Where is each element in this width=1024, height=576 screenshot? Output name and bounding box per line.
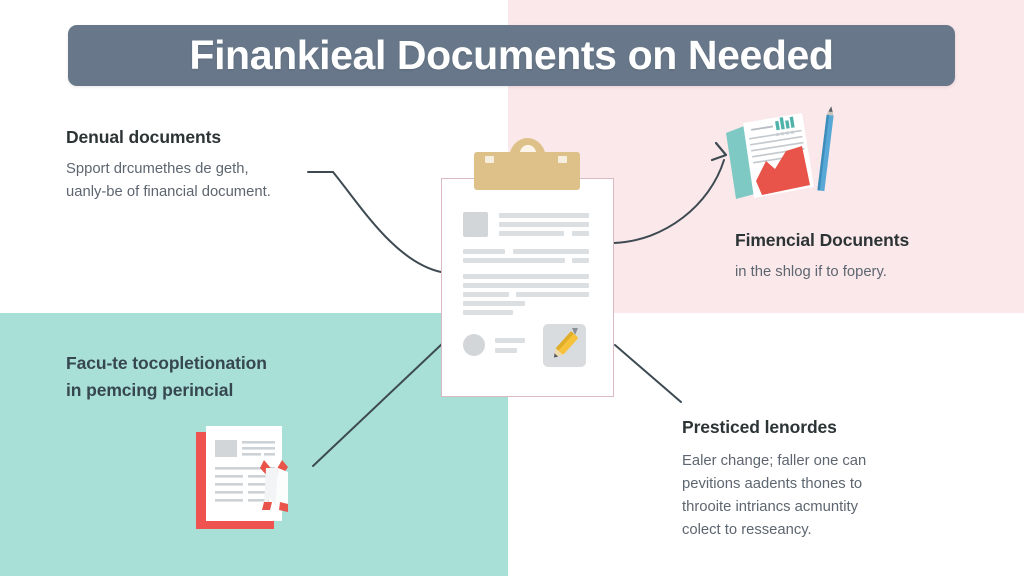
connector-bottom-right: [614, 344, 682, 403]
section-top-right-body: in the shlog if to fopery.: [735, 261, 1015, 284]
page-title-bar: Finankieal Documents on Needed: [68, 25, 955, 86]
document-avatar-placeholder: [463, 334, 485, 356]
document-text-line: [572, 231, 589, 236]
award-ribbon-icon: [260, 460, 288, 512]
document-text-line: [463, 283, 589, 288]
document-text-line: [499, 213, 589, 218]
document-text-line: [513, 249, 589, 254]
document-text-line: [495, 348, 517, 353]
section-bottom-right: Presticed lenordes Ealer change; faller …: [682, 416, 992, 542]
section-top-right: Fimencial Docunents in the shlog if to f…: [735, 229, 1015, 284]
page-title: Finankieal Documents on Needed: [189, 32, 834, 78]
clipboard-clip-notch: [485, 156, 494, 163]
document-text-line: [495, 338, 525, 343]
section-bottom-left-heading-line-2: in pemcing perincial: [66, 379, 234, 400]
section-bottom-left-heading-line-1: Facu-te tocopletionation: [66, 353, 267, 373]
report-chart-area: [756, 146, 810, 195]
blue-pencil-icon: [817, 106, 834, 192]
connector-top-left: [307, 171, 442, 273]
section-top-left-body: Spport drcumethes de geth, uanly-be of f…: [66, 158, 366, 204]
clipboard-icon: [441, 138, 614, 397]
document-thumbnail-placeholder: [463, 212, 488, 237]
section-bottom-left-heading: Facu-te tocopletionation in pemcing peri…: [66, 350, 396, 403]
document-text-line: [463, 301, 525, 306]
section-top-left-heading: Denual documents: [66, 127, 221, 147]
signature-pencil-box: [543, 324, 586, 367]
section-bottom-right-body-line-3: throoite intriancs acmuntity: [682, 499, 858, 516]
document-text-line: [499, 231, 564, 236]
pencil-icon: [554, 328, 578, 358]
document-text-line: [463, 292, 509, 297]
section-bottom-left: Facu-te tocopletionation in pemcing peri…: [66, 350, 396, 403]
section-top-right-heading: Fimencial Docunents: [735, 230, 910, 250]
financial-report-icon: [722, 103, 850, 203]
certificate-illustration: [196, 426, 288, 529]
section-top-left: Denual documents Spport drcumethes de ge…: [66, 126, 366, 204]
section-bottom-right-body-line-2: pevitions aadents thones to: [682, 476, 863, 493]
document-text-line: [516, 292, 589, 297]
section-bottom-right-body-line-1: Ealer change; faller one can: [682, 453, 867, 470]
document-text-line: [572, 258, 589, 263]
document-text-line: [499, 222, 589, 227]
document-text-line: [463, 249, 505, 254]
section-top-left-body-line-2: uanly-be of financial document.: [66, 184, 271, 201]
connector-top-right: [613, 159, 725, 244]
section-top-right-body-line-1: in the shlog if to fopery.: [735, 264, 887, 281]
section-bottom-right-body: Ealer change; faller one can pevitions a…: [682, 450, 992, 542]
document-text-line: [463, 274, 589, 279]
certificate-icon: [190, 420, 308, 538]
section-bottom-right-body-line-4: colect to resseancy.: [682, 522, 812, 539]
document-text-line: [463, 258, 565, 263]
financial-report-illustration: [726, 106, 834, 199]
document-text-line: [463, 310, 513, 315]
section-bottom-right-heading: Presticed lenordes: [682, 417, 837, 437]
section-top-left-body-line-1: Spport drcumethes de geth,: [66, 161, 249, 178]
connector-bottom-left: [312, 342, 444, 467]
clipboard-clip-notch: [558, 156, 567, 163]
arrowhead-top-right-icon: [710, 141, 728, 162]
